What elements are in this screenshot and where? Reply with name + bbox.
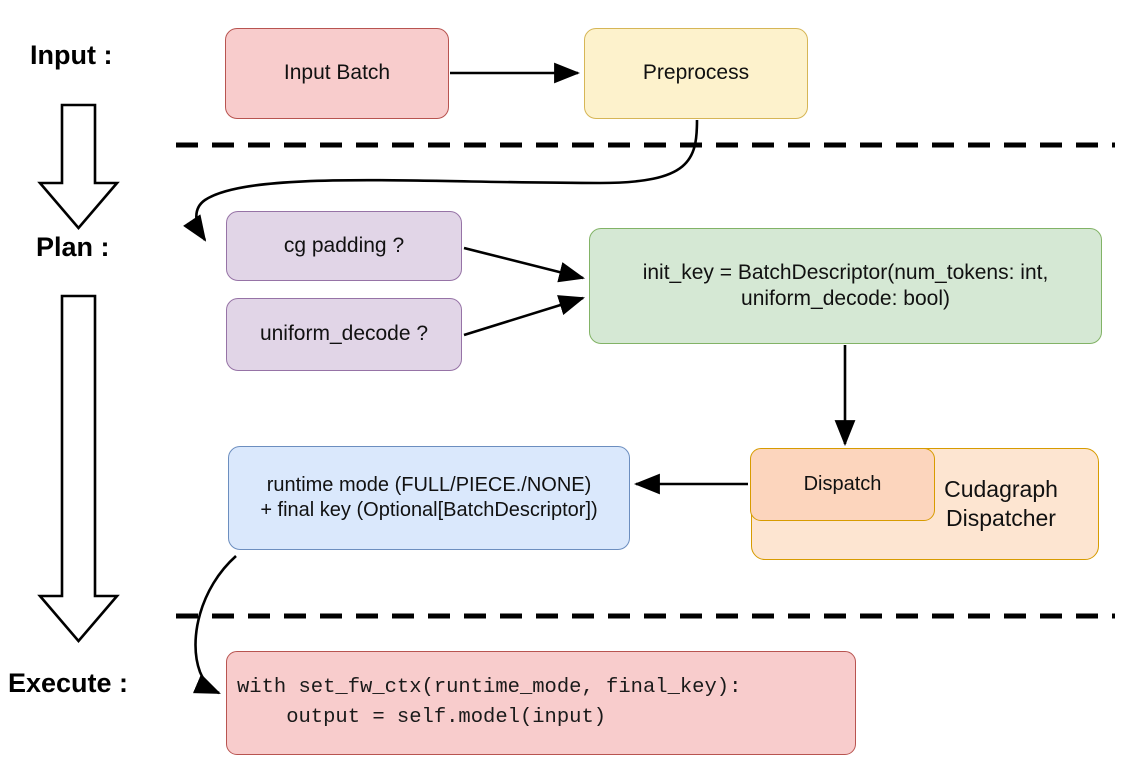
input-to-plan-block-arrow: [37, 103, 120, 230]
node-dispatch[interactable]: Dispatch: [750, 448, 935, 521]
plan-to-execute-block-arrow: [37, 294, 120, 643]
edge-uniform-decode-to-init-key: [463, 295, 585, 337]
node-init-key[interactable]: init_key = BatchDescriptor(num_tokens: i…: [589, 228, 1102, 344]
edge-cg-padding-to-init-key: [463, 246, 586, 283]
stage-label-input: Input :: [30, 40, 113, 70]
stage-label-execute: Execute :: [8, 668, 129, 698]
node-preprocess[interactable]: Preprocess: [584, 28, 808, 119]
node-uniform-decode[interactable]: uniform_decode ?: [226, 298, 462, 371]
node-code-block[interactable]: with set_fw_ctx(runtime_mode, final_key)…: [226, 651, 856, 755]
node-runtime-mode[interactable]: runtime mode (FULL/PIECE./NONE)+ final k…: [228, 446, 630, 550]
node-input-batch[interactable]: Input Batch: [225, 28, 449, 119]
stage-label-plan: Plan :: [36, 232, 110, 262]
node-cg-padding[interactable]: cg padding ?: [226, 211, 462, 281]
code-block-text: with set_fw_ctx(runtime_mode, final_key)…: [237, 676, 742, 729]
